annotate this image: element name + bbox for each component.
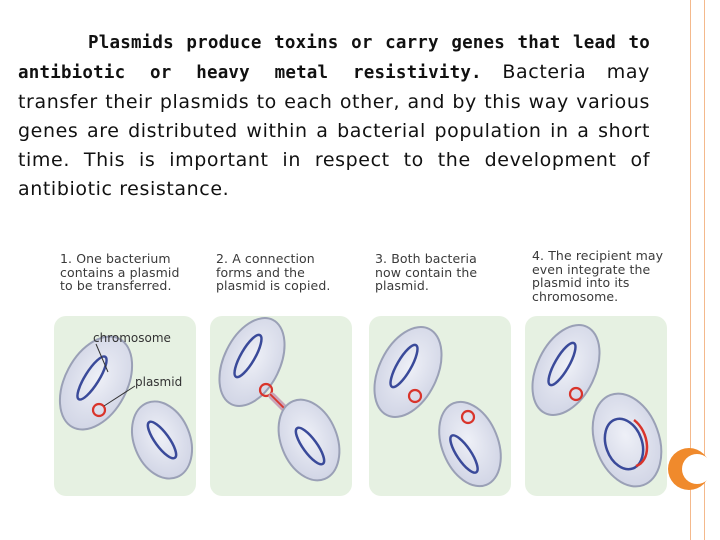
recipient-cell (428, 393, 513, 496)
recipient-cell (581, 384, 674, 496)
step-4-bacteria (519, 314, 674, 496)
recipient-cell (121, 392, 203, 487)
chromosome-label: chromosome (93, 331, 171, 345)
plasmid-label: plasmid (135, 375, 182, 389)
step-2-bacteria (206, 307, 350, 489)
step-3-bacteria (361, 316, 513, 495)
step-1-bacteria (45, 324, 203, 487)
